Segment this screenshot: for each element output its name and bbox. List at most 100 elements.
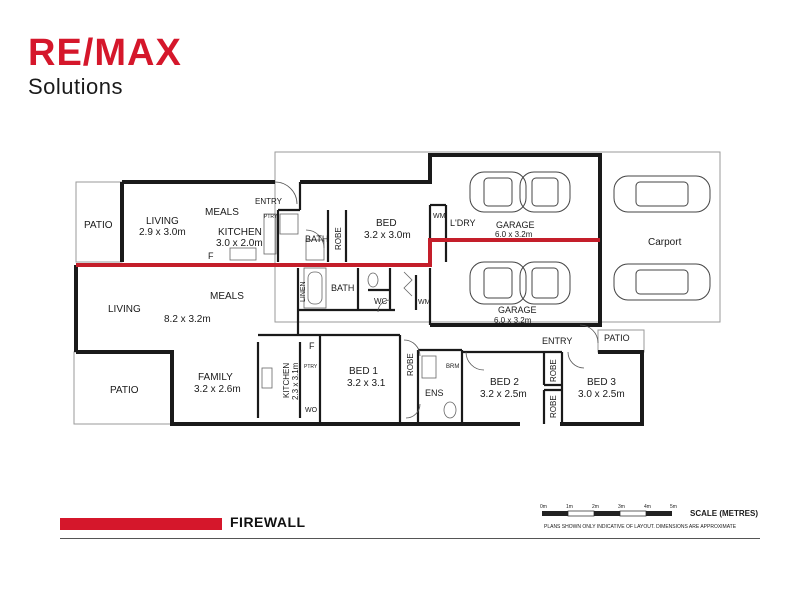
label-meals-main: MEALS <box>210 291 244 302</box>
label-entry-top: ENTRY <box>255 197 283 206</box>
car-garage-top-2 <box>519 171 571 213</box>
label-bed-top: BED <box>376 218 397 229</box>
bath-tub-inner <box>307 271 323 305</box>
label-robe-top: ROBE <box>334 227 343 250</box>
scale-tick-3: 3m <box>618 504 625 510</box>
car-carport-1 <box>613 175 711 213</box>
scale-note: PLANS SHOWN ONLY INDICATIVE OF LAYOUT. D… <box>544 524 737 530</box>
label-bath-mid: BATH <box>331 283 354 293</box>
firewall-line <box>76 238 600 267</box>
logo-main-text: RE/MAX <box>28 32 182 74</box>
label-robe-bed3: ROBE <box>549 395 558 418</box>
car-garage-mid-1 <box>469 261 527 305</box>
bath-top-fixture <box>305 239 325 261</box>
label-living-top: LIVING <box>146 216 179 227</box>
label-garage-top-size: 6.0 x 3.2m <box>495 230 533 239</box>
label-kitchen-mid-size: 2.3 x 3.1m <box>291 362 300 400</box>
label-bed2-size: 3.2 x 2.5m <box>480 389 527 400</box>
label-patio-right: PATIO <box>604 333 630 343</box>
scale-seg-2 <box>567 510 595 517</box>
bath-tub <box>303 267 327 309</box>
scale-seg-3 <box>594 511 620 516</box>
label-ens: ENS <box>425 388 444 398</box>
scale-ticks: 0m 1m 2m 3m 4m 5m <box>540 504 677 510</box>
label-living-top-size: 2.9 x 3.0m <box>139 227 186 238</box>
door-swings <box>274 181 599 419</box>
door-entry-mid <box>579 324 599 344</box>
label-family: FAMILY <box>198 372 233 383</box>
rotated-labels: ROBE LINEN KITCHEN 2.3 x 3.1m ROBE ROBE … <box>282 227 558 418</box>
label-ldry: L'DRY <box>450 218 476 228</box>
bath-vanity <box>279 213 299 235</box>
interior-walls <box>120 182 564 424</box>
label-f-top: F <box>208 251 214 261</box>
wall-bottom-b <box>560 350 644 426</box>
firewall-legend-swatch <box>60 518 222 530</box>
scale-seg-1 <box>542 511 568 516</box>
scale-seg-5 <box>646 511 672 516</box>
label-brm: BRM <box>446 364 459 370</box>
label-wc: WC <box>374 297 388 306</box>
car-carport-2 <box>613 263 711 301</box>
footer-divider <box>60 538 760 539</box>
scale-title: SCALE (METRES) <box>690 509 758 518</box>
label-bed1: BED 1 <box>349 366 378 377</box>
label-bath-top: BATH <box>305 234 328 244</box>
label-carport: Carport <box>648 237 682 248</box>
toilet-wc <box>367 272 379 288</box>
stair-or-wm-symbol <box>403 271 413 297</box>
scale-tick-0: 0m <box>540 504 547 510</box>
label-kitchen-top: KITCHEN <box>218 227 262 238</box>
door-bed1 <box>403 339 421 357</box>
label-wm-top: WM <box>433 213 446 220</box>
label-living-main: LIVING <box>108 304 141 315</box>
room-labels: PATIO LIVING 2.9 x 3.0m MEALS KITCHEN 3.… <box>84 197 682 414</box>
label-wo: WO <box>305 407 318 414</box>
label-patio-top: PATIO <box>84 220 113 231</box>
label-meals-top: MEALS <box>205 207 239 218</box>
scale-seg-4 <box>619 510 647 517</box>
label-robe-bed1: ROBE <box>406 353 415 376</box>
logo-subtitle: Solutions <box>28 74 124 99</box>
label-robe-bed2: ROBE <box>549 359 558 382</box>
label-garage-mid: GARAGE <box>498 305 537 315</box>
label-entry-mid: ENTRY <box>542 336 572 346</box>
scale-tick-1: 1m <box>566 504 573 510</box>
remax-logo: RE/MAX Solutions <box>28 34 182 100</box>
door-bed2 <box>465 351 485 371</box>
ens-toilet <box>443 401 457 419</box>
label-pty-top: PTRY <box>264 214 278 220</box>
label-garage-top: GARAGE <box>496 220 535 230</box>
label-bed3: BED 3 <box>587 377 616 388</box>
label-kitchen-top-size: 3.0 x 2.0m <box>216 238 263 249</box>
label-f-mid: F <box>309 341 315 351</box>
scale-bar: 0m 1m 2m 3m 4m 5m SCALE (METRES) PLANS S… <box>540 504 758 530</box>
label-wm-mid: WM <box>418 299 431 306</box>
label-linen: LINEN <box>300 281 307 302</box>
label-garage-mid-size: 6.0 x 3.2m <box>494 316 532 325</box>
car-garage-top-1 <box>469 171 527 213</box>
label-kitchen-mid: KITCHEN <box>282 363 291 398</box>
scale-tick-5: 5m <box>670 504 677 510</box>
kitchen-cooktop-top <box>263 213 277 255</box>
label-bed2: BED 2 <box>490 377 519 388</box>
cars <box>469 171 711 305</box>
label-bed3-size: 3.0 x 2.5m <box>578 389 625 400</box>
door-ens <box>405 403 421 419</box>
door-wc <box>377 299 391 313</box>
door-entry-top <box>274 181 298 205</box>
label-pty-mid: PTRY <box>304 364 318 370</box>
carport-outline <box>274 151 721 323</box>
fixtures <box>229 213 457 419</box>
kitchen-sink-top <box>229 247 257 261</box>
wall-garage-right <box>598 262 602 327</box>
logo-wordmark: RE/MAX <box>28 34 182 72</box>
label-living-main-size: 8.2 x 3.2m <box>164 314 211 325</box>
firewall-legend-label: FIREWALL <box>230 514 306 530</box>
ens-shower <box>421 355 437 379</box>
car-garage-mid-2 <box>519 261 571 305</box>
wall-top-b <box>300 153 602 262</box>
label-bed1-size: 3.2 x 3.1 <box>347 378 386 389</box>
kitchen-sink-mid <box>261 367 273 389</box>
